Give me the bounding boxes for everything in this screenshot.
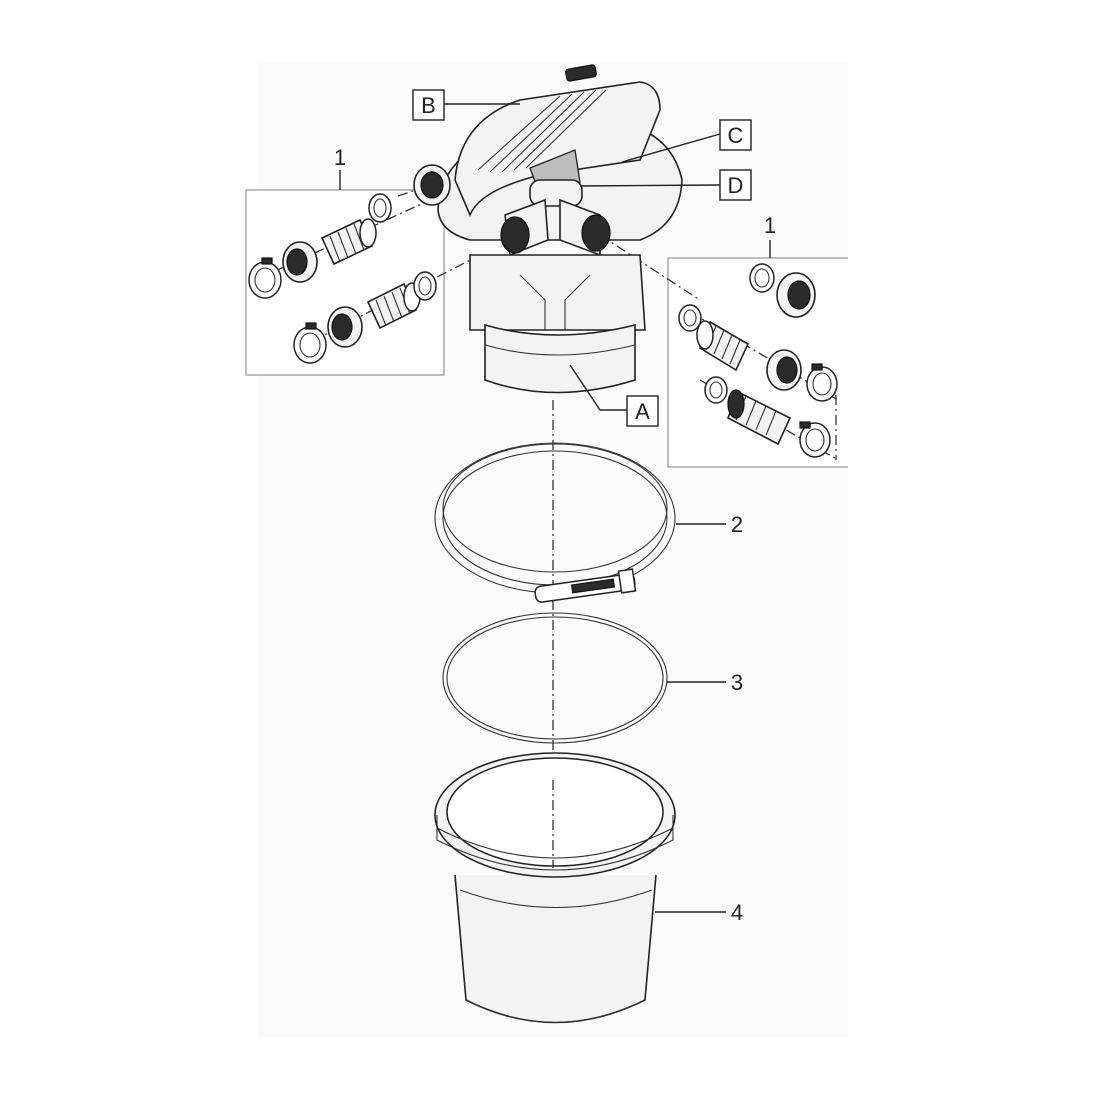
callout-1-right: 1 [764,213,776,238]
housing-inlet-left [413,164,451,206]
callout-a-leader [569,364,601,411]
callout-c: C [621,119,752,163]
callout-d-text: D [728,173,744,198]
filter-frame [469,254,646,331]
container-collar-line [436,827,674,859]
union-nut-left-lower [327,306,363,348]
container-bottom [465,999,646,1024]
filter-body-band [484,344,636,356]
container-wall [454,874,657,1024]
gasket-right-mid [678,304,702,332]
uvc-unit-b [454,81,661,218]
hose-clamp-right-lower [799,421,831,458]
callout-a-box [626,395,659,427]
callout-c-leader [621,133,721,163]
hose-tail-right-upper [696,320,750,372]
seal-ring-3: 3 [442,612,743,744]
seal-ring-inner [446,616,664,740]
callout-b-box [412,89,445,121]
valve-body [529,179,583,207]
callout-a-text: A [635,399,650,424]
container-collar [436,815,674,871]
callout-1-left: 1 [334,145,346,170]
callout-a: A [569,364,659,427]
gasket-left-lower [413,271,437,301]
filter-body-a [484,323,636,394]
brand-badge [565,64,597,82]
seal-ring-outer [442,612,668,744]
hose-clamp-left-upper [248,257,282,299]
union-nut-left-upper [282,241,318,283]
callout-c-box [719,119,752,151]
port-inlet-right [559,198,611,257]
clamp-ring-top-edge [442,443,668,573]
callout-4: 4 [731,900,743,925]
filter-frame-struts [519,274,591,330]
connector-kit-right: 1 [599,213,848,468]
axis-left-upper [259,199,431,279]
gasket-left-upper [368,193,392,223]
connector-kit-left: 1 [245,145,481,376]
hose-tail-left-upper [320,218,377,266]
uvc-unit-ribs [477,89,607,173]
gasket-right-top [749,263,775,293]
container-rim-inner [446,757,664,867]
clamp-buckle [534,568,637,603]
callout-b-text: B [421,93,436,118]
callout-d-box [719,169,752,201]
callout-b: B [412,89,520,121]
filter-container-4: 4 [434,752,743,1024]
callout-d: D [579,169,752,201]
gasket-right-lower [704,376,728,404]
filter-head [397,64,683,394]
callout-d-leader [579,184,721,187]
callout-3: 3 [731,670,743,695]
union-nut-right-top [776,272,816,318]
hose-clamp-right-upper [806,363,838,402]
hose-tail-right-lower [726,389,792,446]
hose-clamp-left-lower [293,322,327,364]
callout-c-text: C [728,123,744,148]
container-ridge [459,889,653,908]
port-inlet-left [500,198,549,257]
clamping-ring-2: 2 [434,442,743,603]
union-nut-right-mid [766,349,802,391]
callout-2: 2 [731,512,743,537]
